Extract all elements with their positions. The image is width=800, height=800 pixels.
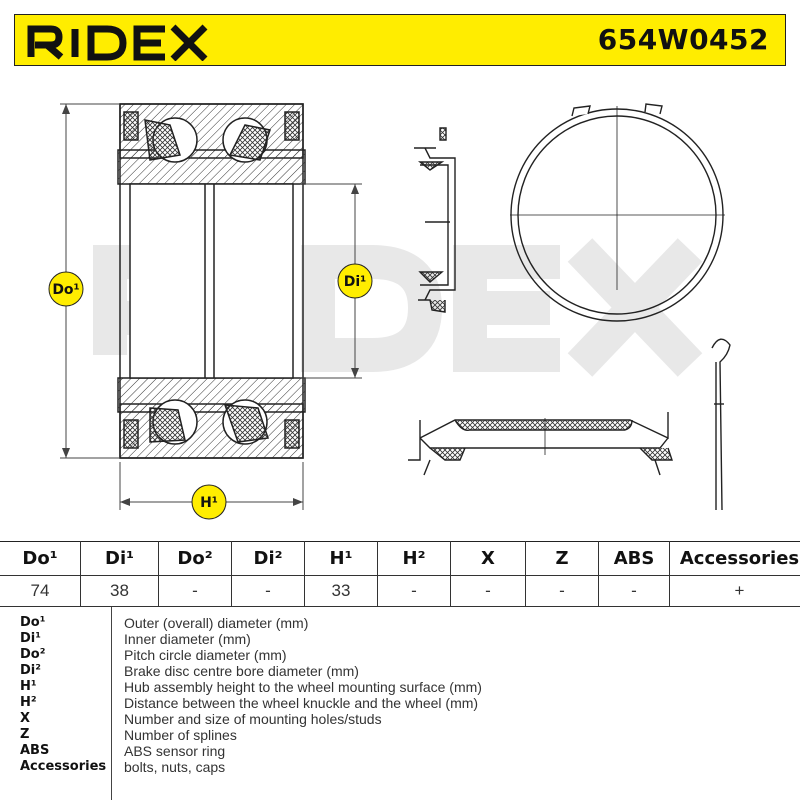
legend-row: Do² Pitch circle diameter (mm) — [0, 647, 800, 663]
legend-key: Di¹ — [20, 631, 41, 646]
spec-header-cell: Di² — [231, 541, 305, 576]
spec-header-cell: ABS — [598, 541, 670, 576]
spec-value-row: 74 38 - - 33 - - - - + — [0, 575, 800, 607]
legend-desc: Outer (overall) diameter (mm) — [124, 615, 309, 631]
technical-drawing: Do¹ Di¹ H¹ — [48, 103, 731, 520]
spec-header-cell: Do² — [158, 541, 232, 576]
part-number: 654W0452 — [597, 23, 769, 56]
legend-key: H¹ — [20, 679, 37, 694]
legend-key: ABS — [20, 743, 50, 758]
spec-value-cell: 74 — [0, 575, 81, 607]
spec-header-cell: X — [450, 541, 526, 576]
spec-header-cell: Z — [525, 541, 599, 576]
spec-value-cell: - — [158, 575, 232, 607]
legend-row: ABS ABS sensor ring — [0, 743, 800, 759]
spec-header-cell: Di¹ — [80, 541, 159, 576]
dim-badge-di: Di¹ — [337, 263, 373, 299]
bearing-cross-section — [117, 103, 306, 459]
seal-side-view — [414, 127, 456, 313]
legend-row: Z Number of splines — [0, 727, 800, 743]
legend-row: H² Distance between the wheel knuckle an… — [0, 695, 800, 711]
spec-header-cell: H² — [377, 541, 451, 576]
legend-desc: Number and size of mounting holes/studs — [124, 711, 382, 727]
spec-header-cell: H¹ — [304, 541, 378, 576]
svg-text:H¹: H¹ — [200, 495, 218, 511]
header-bar: 654W0452 — [14, 14, 786, 66]
legend-key: Do² — [20, 647, 46, 662]
legend-key: X — [20, 711, 31, 726]
circlip-ring — [510, 103, 725, 322]
spec-header-row: Do¹ Di¹ Do² Di² H¹ H² X Z ABS Accessorie… — [0, 541, 800, 576]
legend-row: Do¹ Outer (overall) diameter (mm) — [0, 615, 800, 631]
spec-value-cell: + — [669, 575, 800, 607]
legend-key: Accessories — [20, 759, 107, 774]
spec-value-cell: - — [598, 575, 670, 607]
spec-value-cell: 38 — [80, 575, 159, 607]
spec-value-cell: - — [450, 575, 526, 607]
spec-header-cell: Do¹ — [0, 541, 81, 576]
legend-key: Do¹ — [20, 615, 46, 630]
dim-badge-do: Do¹ — [48, 271, 84, 307]
legend-desc: Hub assembly height to the wheel mountin… — [124, 679, 482, 695]
legend-row: X Number and size of mounting holes/stud… — [0, 711, 800, 727]
cotter-pin — [711, 338, 731, 511]
ridex-logo — [27, 24, 208, 61]
legend-key: H² — [20, 695, 37, 710]
legend-desc: ABS sensor ring — [124, 743, 226, 759]
legend-key: Di² — [20, 663, 41, 678]
legend-row: Accessories bolts, nuts, caps — [0, 759, 800, 775]
legend-desc: Distance between the wheel knuckle and t… — [124, 695, 479, 711]
legend: Do¹ Outer (overall) diameter (mm) Di¹ In… — [0, 607, 800, 800]
legend-desc: Number of splines — [124, 727, 237, 743]
svg-text:Do¹: Do¹ — [52, 282, 79, 298]
legend-desc: Pitch circle diameter (mm) — [124, 647, 287, 663]
legend-desc: Inner diameter (mm) — [124, 631, 251, 647]
spec-header-cell: Accessories — [669, 541, 800, 576]
spec-value-cell: - — [525, 575, 599, 607]
svg-text:Di¹: Di¹ — [344, 274, 367, 290]
legend-divider — [111, 607, 113, 800]
dim-badge-h: H¹ — [191, 484, 227, 520]
specification-table: Do¹ Di¹ Do² Di² H¹ H² X Z ABS Accessorie… — [0, 541, 800, 607]
legend-key: Z — [20, 727, 30, 742]
seal-flat-view — [408, 412, 673, 476]
legend-row: Di² Brake disc centre bore diameter (mm) — [0, 663, 800, 679]
legend-row: H¹ Hub assembly height to the wheel moun… — [0, 679, 800, 695]
spec-value-cell: - — [377, 575, 451, 607]
legend-desc: Brake disc centre bore diameter (mm) — [124, 663, 359, 679]
dimension-lines — [60, 103, 362, 510]
spec-value-cell: - — [231, 575, 305, 607]
legend-desc: bolts, nuts, caps — [124, 759, 226, 775]
legend-row: Di¹ Inner diameter (mm) — [0, 631, 800, 647]
spec-value-cell: 33 — [304, 575, 378, 607]
